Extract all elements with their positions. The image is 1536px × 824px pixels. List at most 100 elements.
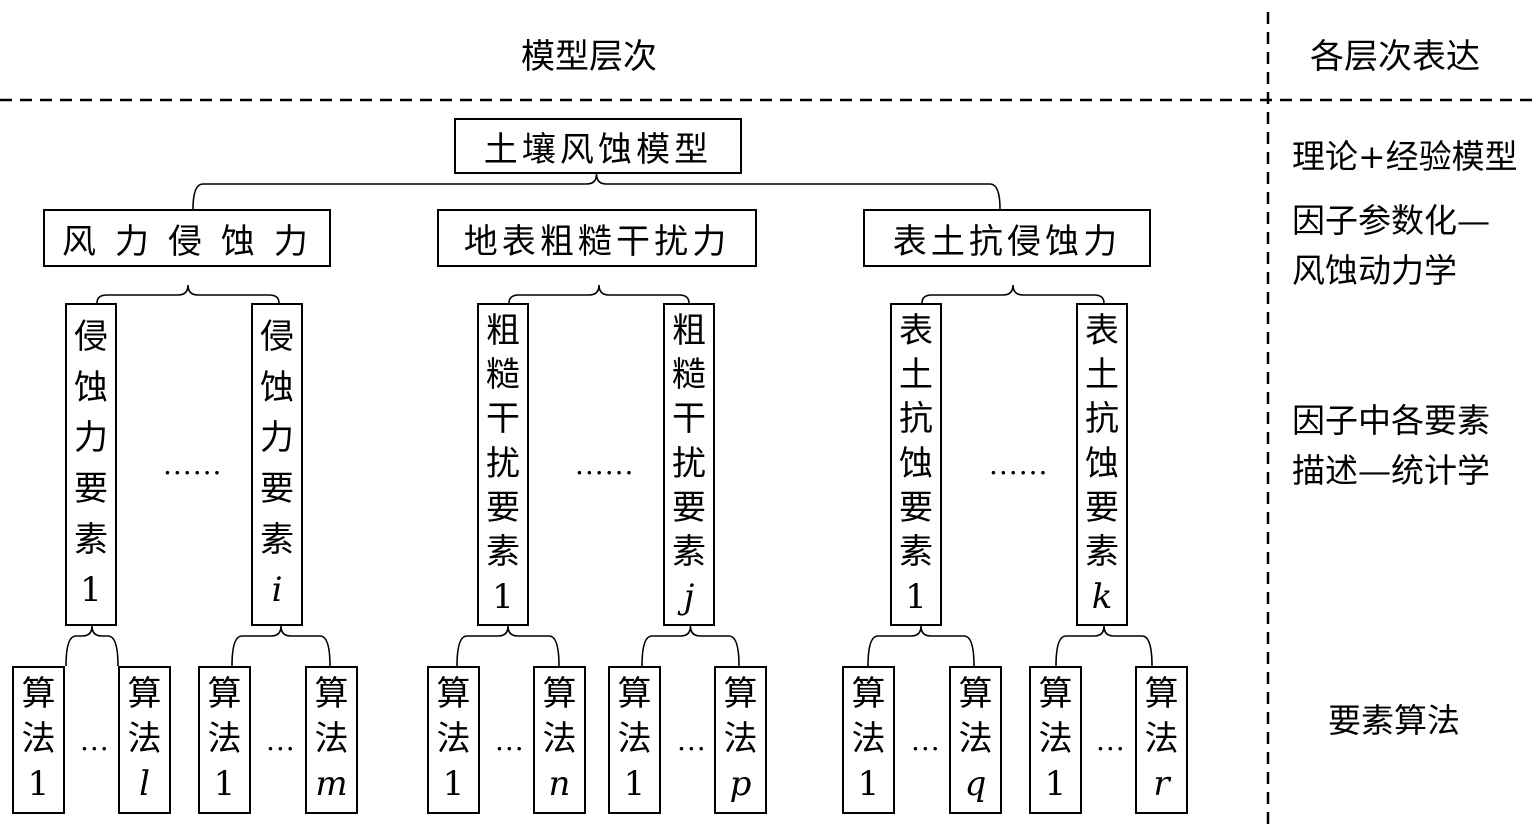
element-char: 抗 (1085, 399, 1119, 440)
root-node-label: 土壤风蚀模型 (483, 129, 713, 170)
level-line: 因子参数化— (1292, 201, 1490, 240)
algorithm-char: 法 (127, 719, 162, 760)
algorithm-ellipsis: ... (1096, 724, 1126, 757)
element-char: 糙 (672, 355, 706, 396)
element-char: 素 (672, 532, 706, 573)
brace-connector (1055, 625, 1153, 667)
element-index: k (1091, 576, 1113, 617)
element-char: 蚀 (1085, 443, 1119, 484)
factor-node-wind-erosivity: 风 力 侵 蚀 力 (43, 209, 331, 267)
brace-connector (867, 625, 975, 667)
algorithm-ellipsis: ... (677, 724, 707, 757)
algorithm-char: 法 (851, 719, 886, 760)
element-index: 1 (492, 576, 514, 617)
algorithm-char: 算 (542, 674, 577, 715)
factor-node-label: 风 力 侵 蚀 力 (62, 221, 312, 262)
algorithm-char: 法 (542, 719, 577, 760)
element-char: 力 (260, 418, 294, 459)
element-ellipsis: ...... (575, 448, 635, 481)
level-line: 描述—统计学 (1292, 451, 1490, 491)
algorithm-char: 算 (314, 674, 349, 715)
element-index: j (683, 576, 695, 617)
element-char: 抗 (899, 399, 933, 440)
level-expression-statistics: 因子中各要素 描述—统计学 (1292, 396, 1490, 496)
algorithm-char: 法 (1144, 719, 1179, 760)
element-char: 表 (1085, 310, 1119, 351)
factor-node-surface-roughness: 地表粗糙干扰力 (437, 209, 757, 267)
algorithm-index: 1 (623, 764, 646, 805)
element-char: 干 (486, 399, 520, 440)
level-line: 要素算法 (1328, 701, 1460, 740)
factor-node-label: 地表粗糙干扰力 (463, 221, 731, 262)
algorithm-char: 算 (617, 674, 652, 715)
algorithm-char: 法 (21, 719, 56, 760)
element-char: 土 (1085, 355, 1119, 396)
element-char: 要 (672, 488, 706, 529)
brace-connector (65, 625, 119, 667)
algorithm-index: m (315, 764, 348, 805)
algorithm-index: 1 (1044, 764, 1067, 805)
algorithm-ellipsis: ... (266, 724, 296, 757)
element-char: 侵 (260, 317, 294, 358)
element-char: 土 (899, 355, 933, 396)
algorithm-index: 1 (857, 764, 880, 805)
brace-connector (96, 284, 280, 304)
element-char: 素 (486, 532, 520, 573)
element-index: 1 (905, 576, 927, 617)
element-ellipsis: ...... (989, 448, 1049, 481)
element-char: 粗 (672, 310, 706, 351)
element-char: 要 (486, 488, 520, 529)
element-char: 蚀 (74, 367, 108, 408)
factor-node-soil-resistance: 表土抗侵蚀力 (863, 209, 1151, 267)
element-char: 扰 (672, 443, 706, 484)
algorithm-char: 法 (723, 719, 758, 760)
brace-connector (508, 284, 690, 304)
algorithm-char: 法 (207, 719, 242, 760)
element-char: 蚀 (260, 367, 294, 408)
element-char: 素 (899, 532, 933, 573)
algorithm-index: l (139, 764, 150, 805)
level-expression-parameterization: 因子参数化— 风蚀动力学 (1292, 196, 1490, 296)
level-expression-header: 各层次表达 (1310, 37, 1480, 77)
element-char: 蚀 (899, 443, 933, 484)
level-line: 理论+经验模型 (1292, 137, 1518, 176)
algorithm-ellipsis: ... (911, 724, 941, 757)
element-char: 素 (74, 519, 108, 560)
brace-connector (641, 625, 740, 667)
algorithm-char: 法 (958, 719, 993, 760)
algorithm-char: 算 (1038, 674, 1073, 715)
element-char: 表 (899, 310, 933, 351)
algorithm-char: 算 (436, 674, 471, 715)
root-node: 土壤风蚀模型 (454, 118, 742, 174)
algorithm-char: 算 (723, 674, 758, 715)
algorithm-ellipsis: ... (495, 724, 525, 757)
factor-node-label: 表土抗侵蚀力 (892, 221, 1122, 262)
element-char: 要 (899, 488, 933, 529)
model-level-header: 模型层次 (521, 37, 657, 77)
algorithm-char: 算 (851, 674, 886, 715)
element-char: 侵 (74, 317, 108, 358)
element-char: 素 (1085, 532, 1119, 573)
element-char: 要 (260, 469, 294, 510)
level-line: 风蚀动力学 (1292, 251, 1457, 291)
algorithm-char: 法 (436, 719, 471, 760)
algorithm-char: 法 (617, 719, 652, 760)
level-line: 因子中各要素 (1292, 401, 1490, 440)
brace-connector (192, 173, 1001, 210)
element-char: 要 (1085, 488, 1119, 529)
